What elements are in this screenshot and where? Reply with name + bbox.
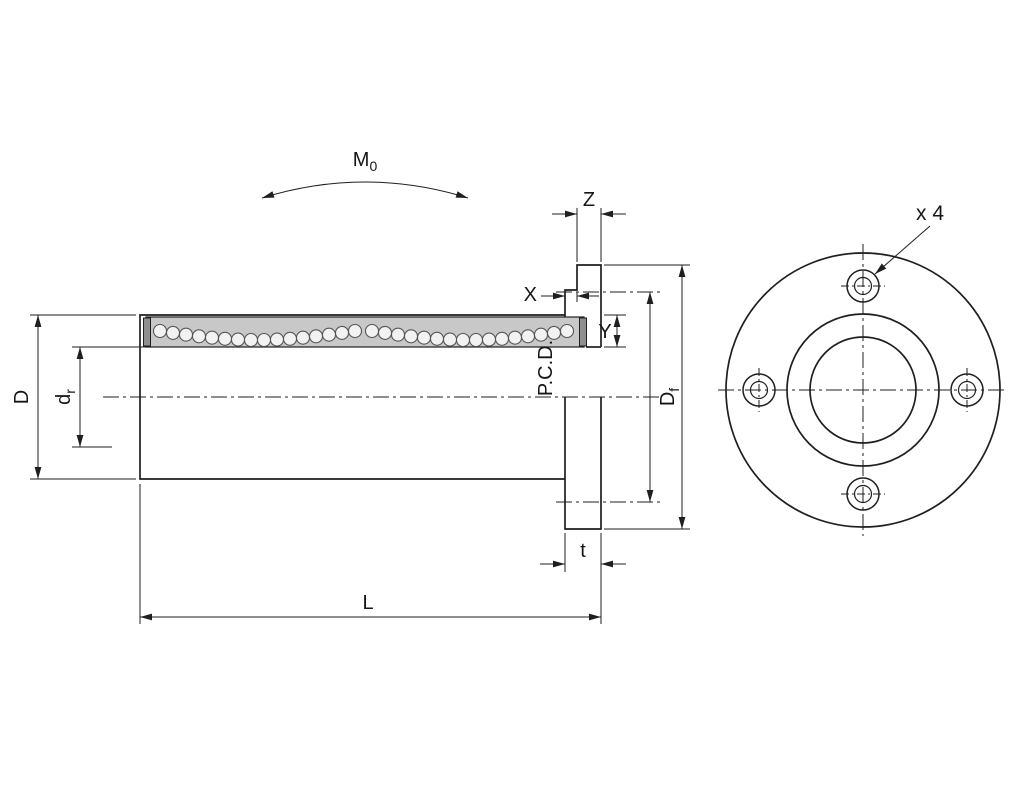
left-end-seal [143, 317, 151, 347]
label-t: t [580, 540, 586, 562]
label-bore-dia: dr [53, 389, 78, 405]
ball [204, 330, 220, 345]
ball [546, 325, 562, 340]
ball [494, 331, 510, 346]
label-z: Z [583, 189, 595, 211]
flange-outer-circle [725, 252, 1001, 528]
ball [442, 332, 458, 347]
ball [390, 327, 406, 342]
ball [178, 327, 194, 342]
l-extension-lines [139, 484, 602, 624]
ball [559, 323, 575, 339]
ball [165, 325, 181, 340]
ball [416, 330, 432, 345]
bolt-hole-bottom [841, 477, 885, 511]
centerlines [103, 291, 662, 503]
ball [507, 330, 523, 345]
dim-bore-dia: dr [53, 346, 148, 448]
moment-arc-arrow [261, 181, 469, 199]
dim-x: X [524, 284, 599, 306]
body-outline [139, 264, 602, 530]
hole-count-callout: x 4 [874, 202, 944, 275]
body-circle [786, 313, 940, 467]
leader-line [874, 225, 931, 275]
hole-inner [749, 380, 769, 400]
dim-z: Z [552, 189, 626, 262]
body-silhouette [139, 314, 565, 480]
hole-inner [853, 276, 873, 296]
ball [520, 329, 536, 344]
label-outer-dia: D [11, 390, 33, 404]
dim-df: Df [604, 264, 690, 530]
ball [481, 332, 497, 347]
front-view: x 4 [718, 202, 1008, 536]
dim-pcd: P.C.D. [535, 292, 654, 502]
hole-outer [950, 373, 984, 407]
label-hole-count: x 4 [916, 202, 944, 225]
dim-moment: M0 [261, 149, 469, 199]
ball [455, 332, 471, 348]
ball [403, 329, 419, 344]
hole-inner [853, 484, 873, 504]
dim-outer-dia: D [11, 314, 136, 480]
hole-inner [957, 380, 977, 400]
ball [308, 329, 324, 344]
ball [217, 331, 233, 346]
ball [152, 323, 168, 339]
bolt-hole-left [742, 368, 776, 412]
bolt-hole-centerlines [556, 291, 660, 503]
label-y: Y [598, 321, 611, 343]
hole-outer [846, 477, 880, 511]
ball [243, 332, 259, 348]
ball [269, 332, 285, 347]
ball [429, 331, 445, 346]
dim-length: L [139, 484, 602, 624]
bolt-hole-top [841, 269, 885, 303]
ball [334, 325, 350, 340]
ball [468, 332, 484, 348]
label-moment: M0 [353, 149, 378, 174]
dim-t: t [540, 533, 626, 572]
hole-outer [742, 373, 776, 407]
flange-section-outline [564, 264, 602, 347]
label-pcd: P.C.D. [535, 340, 557, 396]
ball-bearings [152, 323, 575, 348]
ball [191, 329, 207, 344]
ball [256, 332, 272, 348]
ball [364, 323, 380, 339]
ball [230, 332, 246, 347]
ball [377, 325, 393, 340]
label-length: L [362, 592, 373, 614]
z-extension-lines [576, 208, 602, 262]
label-x: X [524, 284, 537, 306]
bolt-hole-right [950, 368, 984, 412]
dr-extension-lines [72, 346, 148, 448]
df-extension-lines [604, 264, 690, 530]
ball [533, 327, 549, 342]
ball [282, 331, 298, 346]
label-df: Df [657, 388, 682, 406]
ball [321, 327, 337, 342]
d-extension-lines [30, 314, 136, 480]
side-view: M0 Z X Y P.C.D. [11, 149, 690, 624]
right-end-seal [579, 317, 587, 347]
bore-circle [809, 336, 917, 444]
flange-lower-outline [564, 397, 602, 530]
ball [347, 323, 363, 339]
dim-y: Y [598, 314, 626, 348]
ball [295, 330, 311, 345]
hole-outer [846, 269, 880, 303]
